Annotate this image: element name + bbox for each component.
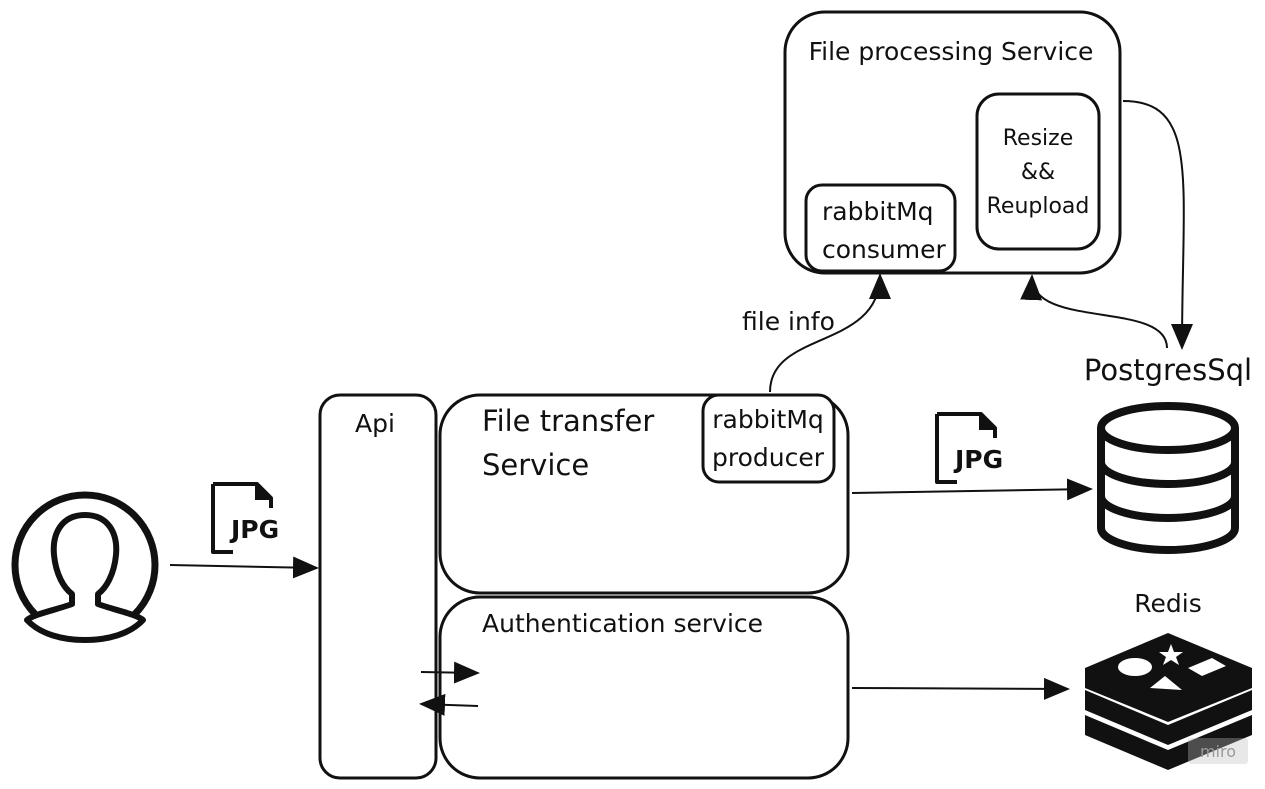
resize-line-2: && bbox=[1021, 160, 1055, 185]
arrow-producer-to-consumer bbox=[769, 273, 891, 393]
resize-reupload-box: Resize && Reupload bbox=[975, 92, 1101, 251]
redis-logo-icon bbox=[1085, 633, 1252, 770]
file-processing-title: File processing Service bbox=[809, 37, 1094, 66]
file-transfer-line-2: Service bbox=[482, 448, 589, 482]
arrow-processing-to-postgres bbox=[1122, 100, 1194, 350]
producer-line-2: producer bbox=[712, 443, 825, 472]
authentication-service: Authentication service bbox=[438, 595, 850, 780]
arrow-postgres-to-processing bbox=[1020, 274, 1168, 349]
arrow-transfer-to-postgres bbox=[851, 478, 1093, 501]
redis-label: Redis bbox=[1134, 589, 1201, 618]
consumer-line-1: rabbitMq bbox=[822, 197, 934, 226]
postgres-label: PostgresSql bbox=[1084, 353, 1252, 387]
file-transfer-line-1: File transfer bbox=[482, 404, 654, 438]
connectors bbox=[169, 100, 1194, 716]
arrow-api-to-auth bbox=[420, 661, 480, 684]
user-avatar-icon bbox=[11, 491, 159, 643]
arrow-auth-to-redis bbox=[851, 677, 1070, 700]
miro-watermark-text: miro bbox=[1200, 742, 1236, 761]
resize-line-3: Reupload bbox=[987, 194, 1090, 219]
producer-line-1: rabbitMq bbox=[712, 405, 824, 434]
jpg-label: JPG bbox=[953, 445, 1003, 474]
resize-line-1: Resize bbox=[1003, 126, 1074, 151]
file-info-label: file info bbox=[742, 307, 835, 336]
api-box: Api bbox=[318, 393, 438, 780]
rabbitmq-consumer-box: rabbitMq consumer bbox=[804, 183, 957, 273]
jpg-file-icon: JPG bbox=[211, 482, 279, 554]
api-label: Api bbox=[355, 409, 395, 438]
arrow-user-to-api bbox=[169, 556, 319, 579]
consumer-line-2: consumer bbox=[822, 235, 946, 264]
jpg-label: JPG bbox=[229, 515, 279, 544]
rabbitmq-producer-box: rabbitMq producer bbox=[701, 393, 836, 484]
arrow-auth-to-api bbox=[419, 693, 479, 716]
database-icon bbox=[1097, 402, 1239, 555]
jpg-file-icon: JPG bbox=[935, 412, 1003, 484]
authentication-label: Authentication service bbox=[482, 609, 763, 638]
miro-watermark: miro bbox=[1188, 738, 1248, 764]
